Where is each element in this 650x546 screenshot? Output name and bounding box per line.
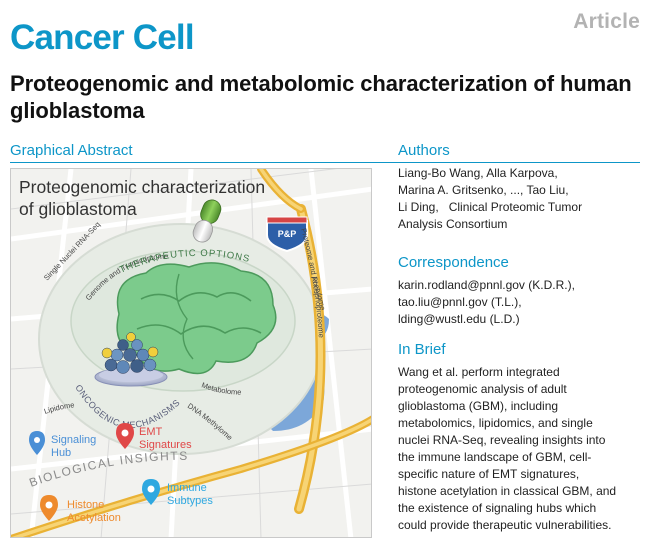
signaling-hub-pin-icon <box>29 431 45 455</box>
in-brief-line: glioblastoma (GBM), including <box>398 399 559 413</box>
in-brief-line: the existence of signaling hubs which <box>398 501 597 515</box>
legend-emt-line-2: Signatures <box>139 439 192 451</box>
legend-histone-line-1: Histone <box>67 499 104 511</box>
legend-immune-line-2: Subtypes <box>167 495 213 507</box>
in-brief-section: In Brief Wang et al. perform integrated … <box>398 341 646 534</box>
authors-heading: Authors <box>398 142 450 159</box>
molecular-complex <box>94 332 168 387</box>
authors-line: Marina A. Gritsenko, ..., Tao Liu, <box>398 183 569 197</box>
brain-shape <box>116 262 277 375</box>
legend-signaling-line-2: Hub <box>51 447 71 459</box>
in-brief-text: Wang et al. perform integrated proteogen… <box>398 364 646 534</box>
legend-emt-line-1: EMT <box>139 426 163 438</box>
capsule-icon <box>192 199 222 243</box>
figure-title-line-2: of glioblastoma <box>19 199 137 219</box>
correspondence-email[interactable]: tao.liu@pnnl.gov (T.L.), <box>398 295 522 309</box>
legend-histone-acetylation: Histone Acetylation <box>40 495 121 524</box>
authors-line: Analysis Consortium <box>398 217 508 231</box>
in-brief-line: the immune landscape of GBM, cell- <box>398 450 592 464</box>
pp-badge-label: P&P <box>278 229 297 239</box>
highway-roads <box>11 169 371 537</box>
authors-list: Liang-Bo Wang, Alla Karpova, Marina A. G… <box>398 165 646 233</box>
article-title: Proteogenomic and metabolomic characteri… <box>10 71 632 123</box>
immune-pin-icon <box>142 479 160 505</box>
legend-signaling-line-1: Signaling <box>51 434 96 446</box>
in-brief-heading: In Brief <box>398 341 446 358</box>
legend-signaling-hub: Signaling Hub <box>29 431 96 459</box>
in-brief-line: Wang et al. perform integrated <box>398 365 560 379</box>
correspondence-list: karin.rodland@pnnl.gov (K.D.R.), tao.liu… <box>398 277 646 328</box>
legend-histone-line-2: Acetylation <box>67 512 121 524</box>
journal-name: Cancer Cell <box>10 18 195 57</box>
in-brief-line: histone acetylation in classical GBM, an… <box>398 484 617 498</box>
section-rule <box>10 162 640 163</box>
in-brief-line: proteogenomic analysis of adult <box>398 382 567 396</box>
authors-section: Authors Liang-Bo Wang, Alla Karpova, Mar… <box>398 142 646 233</box>
legend-immune-subtypes: Immune Subtypes <box>142 479 213 507</box>
graphical-abstract-figure: Proteogenomic characterization of gliobl… <box>10 168 372 538</box>
in-brief-line: metabolomics, lipidomics, and single <box>398 416 593 430</box>
correspondence-email[interactable]: lding@wustl.edu (L.D.) <box>398 312 520 326</box>
article-type-tag: Article <box>573 10 640 33</box>
authors-line: Liang-Bo Wang, Alla Karpova, <box>398 166 558 180</box>
histone-pin-icon <box>40 495 58 521</box>
legend-emt-signatures: EMT Signatures <box>116 423 192 451</box>
in-brief-line: specific nature of EMT signatures, <box>398 467 580 481</box>
pp-road-badge: P&P <box>266 216 308 253</box>
in-brief-line: could provide therapeutic vulnerabilitie… <box>398 518 612 532</box>
figure-title-line-1: Proteogenomic characterization <box>19 177 265 197</box>
legend-immune-line-1: Immune <box>167 482 207 494</box>
correspondence-heading: Correspondence <box>398 254 509 271</box>
graphical-abstract-heading: Graphical Abstract <box>10 142 133 159</box>
authors-line: Li Ding, Clinical Proteomic Tumor <box>398 200 583 214</box>
emt-pin-icon <box>116 423 134 449</box>
correspondence-section: Correspondence karin.rodland@pnnl.gov (K… <box>398 254 646 328</box>
correspondence-email[interactable]: karin.rodland@pnnl.gov (K.D.R.), <box>398 278 575 292</box>
in-brief-line: nuclei RNA-Seq, revealing insights into <box>398 433 606 447</box>
